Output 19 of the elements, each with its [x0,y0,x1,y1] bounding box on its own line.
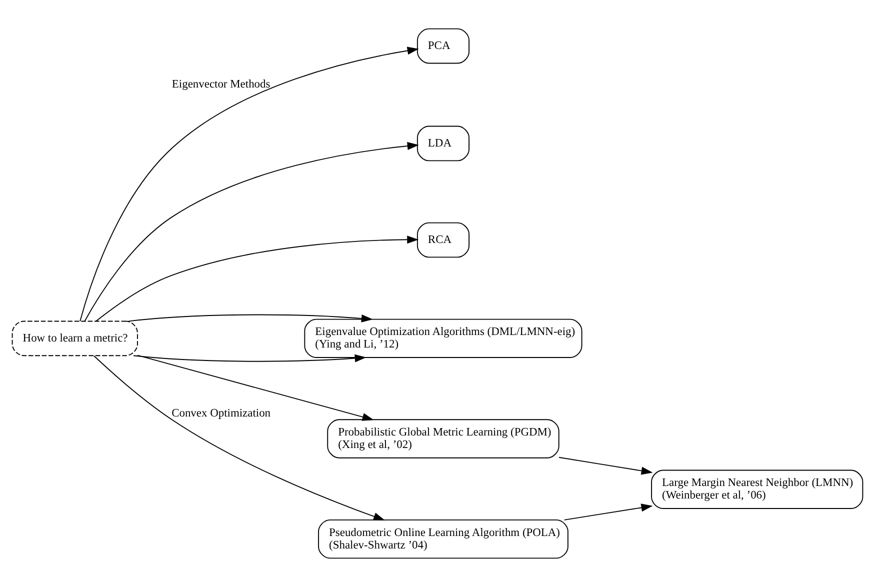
arrow [96,235,419,322]
node-box: LDA [416,125,470,161]
node-box: PCA [416,28,470,64]
node-box: Pseudometric Online Learning Algorithm (POLA) (Shalev-Shwartz ’04) [318,518,568,558]
node-box: How to learn a metric? [12,320,138,356]
node-box: Eigenvalue Optimization Algorithms (DML/LMNN-eig) (Ying and Li, ’12) [304,318,582,358]
node-box: Probabilistic Global Metric Learning (PGDM) (Xing et al, ’02) [327,418,560,458]
arrow [558,456,653,474]
edge-label: Convex Optimization [172,406,271,419]
arrow [564,503,653,520]
arrow [133,354,366,362]
arrow [84,142,419,322]
node-box: Large Margin Nearest Neighbor (LMNN) (Weinberger et al, ’06) [651,469,864,508]
arrow [128,314,373,322]
arrow [137,354,374,420]
arrow [80,46,419,322]
arrow [94,354,385,520]
edge-label: Eigenvector Methods [172,78,270,90]
node-box: RCA [416,222,470,258]
